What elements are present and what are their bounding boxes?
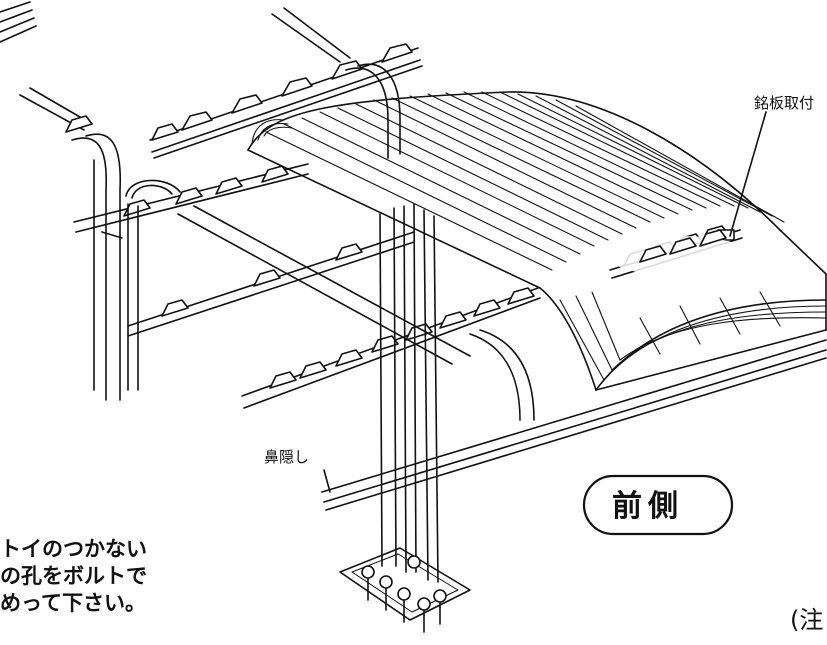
side-beam-clips: [123, 165, 535, 389]
base-plate: [339, 547, 471, 621]
note-line-3: めって下さい。: [0, 591, 146, 615]
nameplate-label: 銘板取付: [754, 94, 814, 112]
rear-arch-column-center: [345, 63, 401, 159]
roof-rear-curls: [251, 119, 293, 145]
note-reference-label: (注: [790, 606, 824, 634]
motion-lines: [0, 1, 37, 43]
roof-corrugations: [265, 91, 785, 271]
diagonal-brace: [177, 205, 471, 365]
roof-front-arches: [559, 291, 827, 381]
inner-arch-frames: [125, 179, 535, 421]
nameplate-leader: [729, 111, 767, 237]
note-line-2: の孔をボルトで: [0, 564, 147, 588]
main-posts: [379, 203, 439, 583]
front-side-label: 前側: [612, 489, 684, 524]
fascia-leader: [323, 469, 331, 493]
rear-beam-clips: [65, 43, 413, 141]
rear-arch-column-left: [71, 133, 123, 401]
bolt-instruction-note: トイのつかない の孔をボルトで めって下さい。: [0, 536, 147, 617]
front-label-box: [582, 474, 734, 536]
anchor-bolts: [361, 555, 447, 633]
fascia-label: 鼻隠し: [264, 448, 309, 466]
rear-beam: [19, 7, 423, 159]
front-fascia: [321, 339, 827, 511]
note-line-1: トイのつかない: [0, 537, 147, 561]
